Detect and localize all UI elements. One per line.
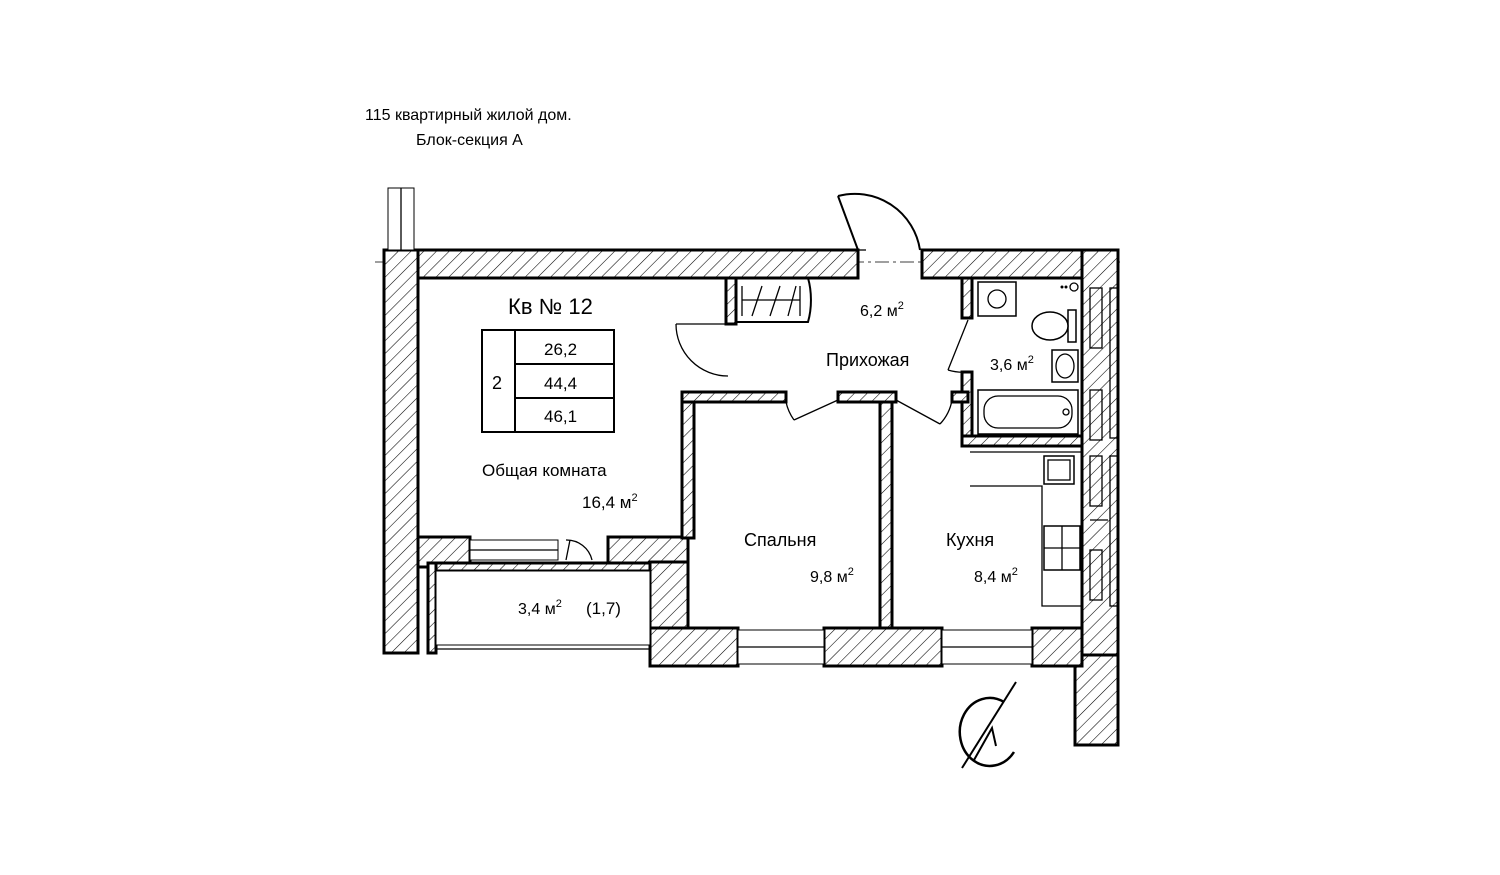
kitchen-counter [970, 451, 1082, 607]
wall-bottom-2 [822, 626, 944, 668]
bathtub [977, 389, 1079, 435]
bathroom-area: 3,6 м2 [990, 354, 1034, 374]
balcony-floor [435, 570, 651, 646]
kitchen-name: Кухня [946, 530, 994, 550]
bedroom-area: 9,8 м2 [810, 566, 854, 586]
washing-machine [977, 281, 1017, 317]
block-section-title: Блок-секция А [416, 132, 523, 149]
rooms-count: 2 [492, 373, 502, 393]
hall-closet [735, 277, 812, 323]
wall-balcony-post [426, 561, 438, 655]
area-table: 2 26,2 44,4 46,1 [481, 329, 615, 433]
partition-closet [724, 276, 738, 326]
living-room-door [675, 323, 729, 377]
partition-hall-bottom-left [680, 390, 788, 404]
wall-bottom-1 [648, 626, 740, 668]
bathroom-door [947, 319, 969, 373]
toilet [1067, 309, 1077, 343]
wall-top-left [416, 248, 860, 280]
wall-bottom-3 [1030, 626, 1084, 668]
partition-wall-stub [950, 390, 970, 404]
wall-left [382, 248, 420, 655]
partition-bed-kitchen [878, 390, 894, 630]
partition-bath-left-lower [960, 370, 974, 444]
living-room-name: Общая комната [482, 461, 607, 480]
kitchen-door [895, 399, 953, 425]
wall-balcony-parapet [426, 561, 652, 573]
hall-name: Прихожая [826, 350, 909, 370]
balcony-reduced-area: (1,7) [586, 599, 621, 618]
apartment-label: Кв № 12 [508, 294, 593, 319]
bedroom-door [785, 399, 839, 421]
partition-bath-bottom [960, 434, 1084, 448]
kitchen-sink [1043, 455, 1075, 485]
wall-top-right [920, 248, 1102, 280]
partition-living-hall [680, 390, 696, 540]
bedroom-name: Спальня [744, 530, 816, 550]
balcony-area: 3,4 м2 [518, 598, 562, 618]
partition-hall-bottom-right [836, 390, 898, 404]
kitchen-area: 8,4 м2 [974, 566, 1018, 586]
wall-right [1080, 248, 1120, 662]
wall-right-lower [1073, 653, 1120, 747]
north-arrow-icon [958, 681, 1017, 769]
total-area-value: 44,4 [544, 374, 577, 393]
project-title: 115 квартирный жилой дом. [365, 107, 572, 124]
partition-bath-left [960, 276, 974, 320]
entrance-door [837, 192, 921, 251]
living-room-area: 16,4 м2 [582, 492, 638, 512]
balcony-door [565, 539, 593, 561]
hall-area: 6,2 м2 [860, 300, 904, 320]
living-area-value: 26,2 [544, 340, 577, 359]
neighbor-fixtures [1089, 287, 1119, 607]
total-area-with-balcony-value: 46,1 [544, 407, 577, 426]
